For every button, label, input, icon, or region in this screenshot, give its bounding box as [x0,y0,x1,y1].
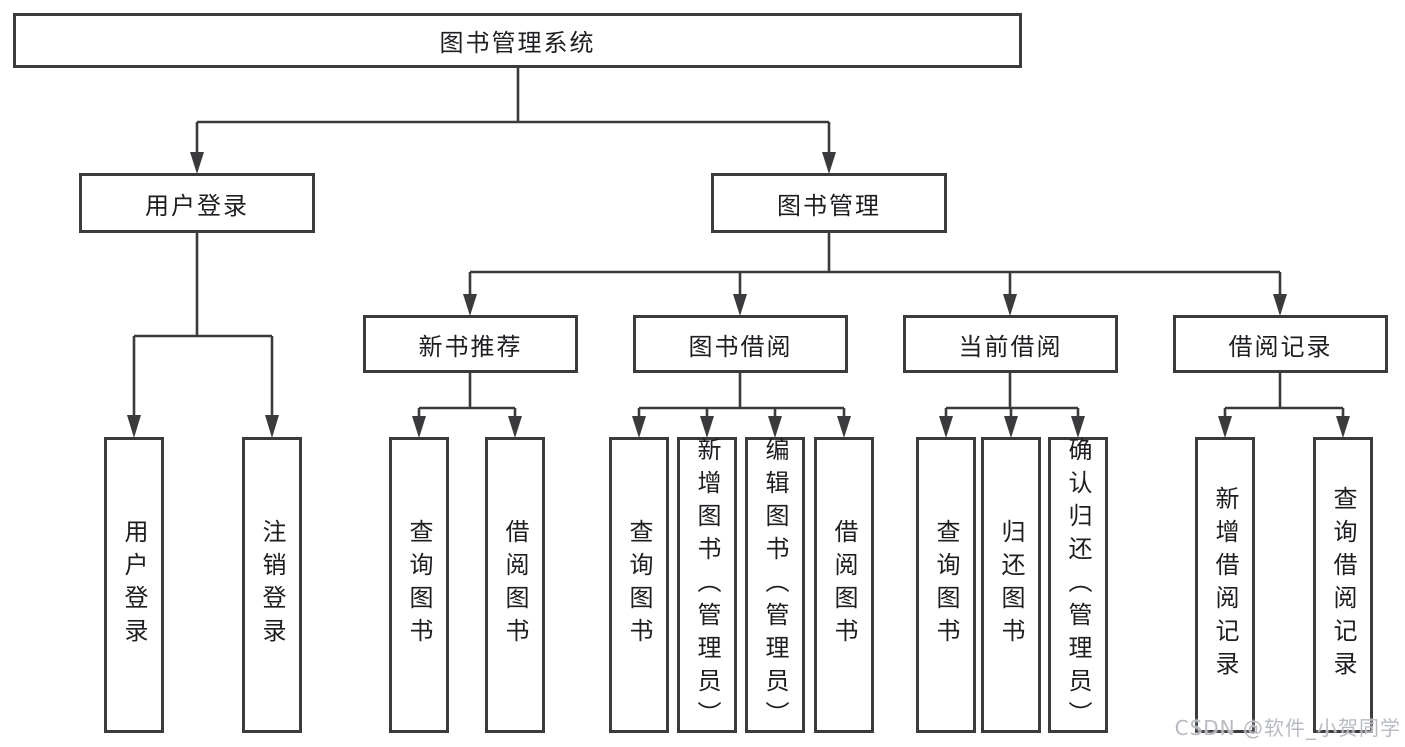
node-user-login: 用户登录 [79,173,315,233]
node-book-management-system: 图书管理系统 [13,13,1022,68]
leaf-label: 查询图书 [405,519,433,651]
csdn-watermark: CSDN @软件_小贺同学 [1174,716,1401,740]
leaf-label: 用户登录 [120,519,148,651]
connector-current-to-leaves [944,373,1080,416]
leaf-add-borrow-record: 新增借阅记录 [1195,437,1255,733]
leaf-label: 借阅图书 [830,519,858,651]
leaf-label: 新增图书（管理员） [693,436,721,734]
leaf-query-borrow-record: 查询借阅记录 [1313,437,1373,733]
node-label: 图书管理系统 [439,29,596,57]
node-borrow-records: 借阅记录 [1173,315,1388,373]
connector-root-to-level2 [195,68,831,153]
leaf-label: 注销登录 [258,519,286,651]
leaf-label: 归还图书 [997,519,1025,651]
leaf-query-books-borrow: 查询图书 [609,437,669,733]
leaf-return-books: 归还图书 [981,437,1041,733]
leaf-label: 查询图书 [932,519,960,651]
node-label: 新书推荐 [418,332,523,361]
node-current-borrow: 当前借阅 [903,315,1118,373]
leaf-query-books-current: 查询图书 [916,437,976,733]
node-label: 图书借阅 [688,332,793,361]
node-book-management: 图书管理 [711,173,947,233]
leaf-label: 查询图书 [625,519,653,651]
leaf-label: 确认归还（管理员） [1064,436,1092,734]
leaf-logout: 注销登录 [242,437,302,733]
leaf-label: 新增借阅记录 [1211,486,1239,684]
leaf-query-books-recommend: 查询图书 [389,437,449,733]
leaf-label: 借阅图书 [501,519,529,651]
node-label: 用户登录 [145,191,249,220]
node-label: 图书管理 [777,191,881,220]
connector-login-to-leaves [132,233,274,415]
connector-borrow-to-leaves [637,373,846,416]
connector-management-to-level3 [468,233,1282,294]
leaf-edit-book-admin: 编辑图书（管理员） [745,436,805,734]
leaf-borrow-books-borrow: 借阅图书 [814,437,874,733]
node-label: 借阅记录 [1228,332,1333,361]
node-label: 当前借阅 [958,332,1063,361]
connector-records-to-leaves [1223,373,1345,416]
leaf-confirm-return-admin: 确认归还（管理员） [1048,436,1108,734]
connector-recommend-to-leaves [417,373,517,416]
leaf-label: 编辑图书（管理员） [761,436,789,734]
leaf-add-book-admin: 新增图书（管理员） [677,436,737,734]
node-book-borrow: 图书借阅 [633,315,848,373]
node-new-book-recommend: 新书推荐 [363,315,578,373]
leaf-label: 查询借阅记录 [1329,486,1357,684]
leaf-user-login: 用户登录 [104,437,164,733]
leaf-borrow-books-recommend: 借阅图书 [485,437,545,733]
